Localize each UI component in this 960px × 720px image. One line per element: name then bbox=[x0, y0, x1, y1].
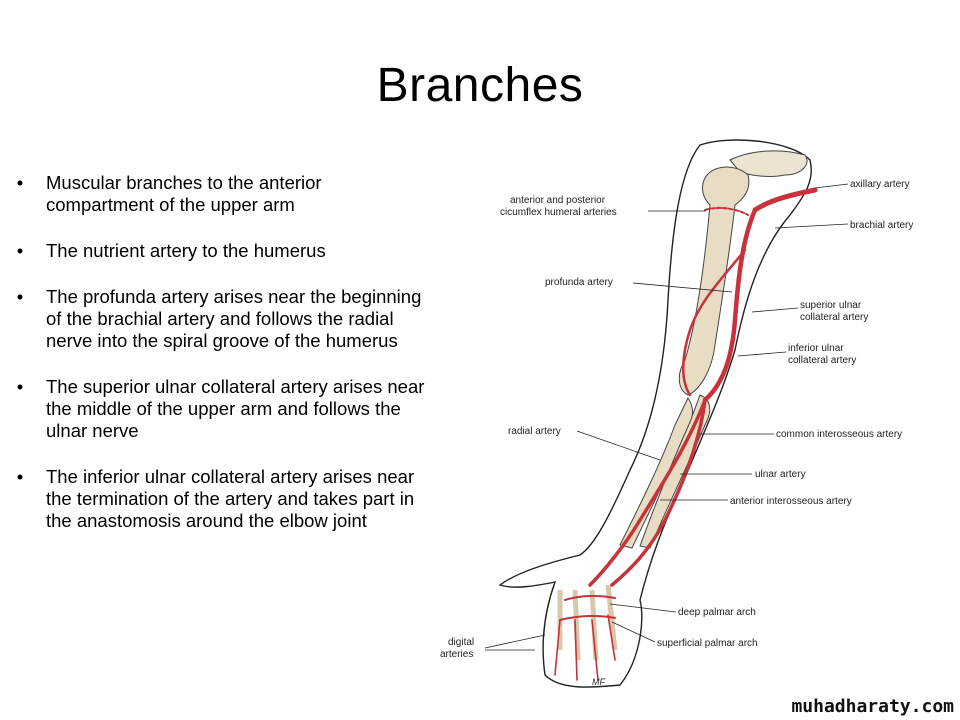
profunda-artery-path bbox=[682, 248, 747, 397]
label-sup-ulnar-l2: collateral artery bbox=[800, 312, 868, 323]
label-deep-palmar: deep palmar arch bbox=[678, 607, 756, 618]
label-profunda: profunda artery bbox=[545, 277, 613, 288]
bullet-dot: • bbox=[16, 172, 24, 193]
arm-artery-diagram: anterior and posterior cicumflex humeral… bbox=[440, 139, 913, 688]
label-axillary: axillary artery bbox=[850, 179, 909, 190]
radial-artery-path bbox=[588, 398, 707, 587]
digital-artery-path bbox=[554, 614, 616, 681]
label-inf-ulnar-l2: collateral artery bbox=[788, 355, 856, 366]
bullet-dot: • bbox=[16, 376, 24, 397]
palmar-arch-path bbox=[559, 594, 616, 621]
signature-mark: MF bbox=[592, 677, 605, 687]
label-anterior-interosseous: anterior interosseous artery bbox=[730, 496, 852, 507]
brachial-artery-path bbox=[702, 207, 758, 403]
label-digital-l1: digital bbox=[448, 637, 474, 648]
label-circumflex-l2: cicumflex humeral arteries bbox=[500, 207, 617, 218]
label-brachial: brachial artery bbox=[850, 220, 913, 231]
bullet-item: • Muscular branches to the anterior compa… bbox=[10, 172, 430, 216]
label-digital-l2: arteries bbox=[440, 649, 473, 660]
bullet-text: The profunda artery arises near the begi… bbox=[46, 286, 422, 351]
watermark: muhadharaty.com bbox=[791, 696, 954, 717]
bullet-item: • The superior ulnar collateral artery ar… bbox=[10, 376, 430, 442]
bullet-item: • The inferior ulnar collateral artery ar… bbox=[10, 466, 430, 532]
bullet-item: • The nutrient artery to the humerus bbox=[10, 240, 430, 262]
bullet-dot: • bbox=[16, 466, 24, 487]
label-radial: radial artery bbox=[508, 426, 561, 437]
label-sup-ulnar-l1: superior ulnar bbox=[800, 300, 862, 311]
bullet-text: The superior ulnar collateral artery ari… bbox=[46, 376, 425, 441]
slide-title: Branches bbox=[376, 59, 584, 112]
leader-lines bbox=[484, 183, 849, 651]
label-circumflex-l1: anterior and posterior bbox=[510, 195, 606, 206]
axillary-artery-path bbox=[752, 187, 818, 213]
artery-paths bbox=[554, 187, 818, 681]
bullet-item: • The profunda artery arises near the beg… bbox=[10, 286, 430, 352]
humerus-bone bbox=[678, 166, 750, 396]
circumflex-path bbox=[704, 206, 749, 216]
arm-outline bbox=[498, 139, 812, 688]
bullet-text: The inferior ulnar collateral artery ari… bbox=[46, 466, 415, 531]
scapula-shape bbox=[729, 150, 808, 177]
label-common-interosseous: common interosseous artery bbox=[776, 429, 902, 440]
bullet-text: The nutrient artery to the humerus bbox=[46, 240, 326, 261]
label-inf-ulnar-l1: inferior ulnar bbox=[788, 343, 844, 354]
label-superficial-palmar: superficial palmar arch bbox=[657, 638, 758, 649]
bullet-dot: • bbox=[16, 240, 24, 261]
bullet-dot: • bbox=[16, 286, 24, 307]
ulnar-artery-path bbox=[610, 398, 707, 587]
label-ulnar: ulnar artery bbox=[755, 469, 806, 480]
bullet-text: Muscular branches to the anterior compar… bbox=[46, 172, 322, 215]
bullet-list: • Muscular branches to the anterior compa… bbox=[10, 172, 430, 556]
